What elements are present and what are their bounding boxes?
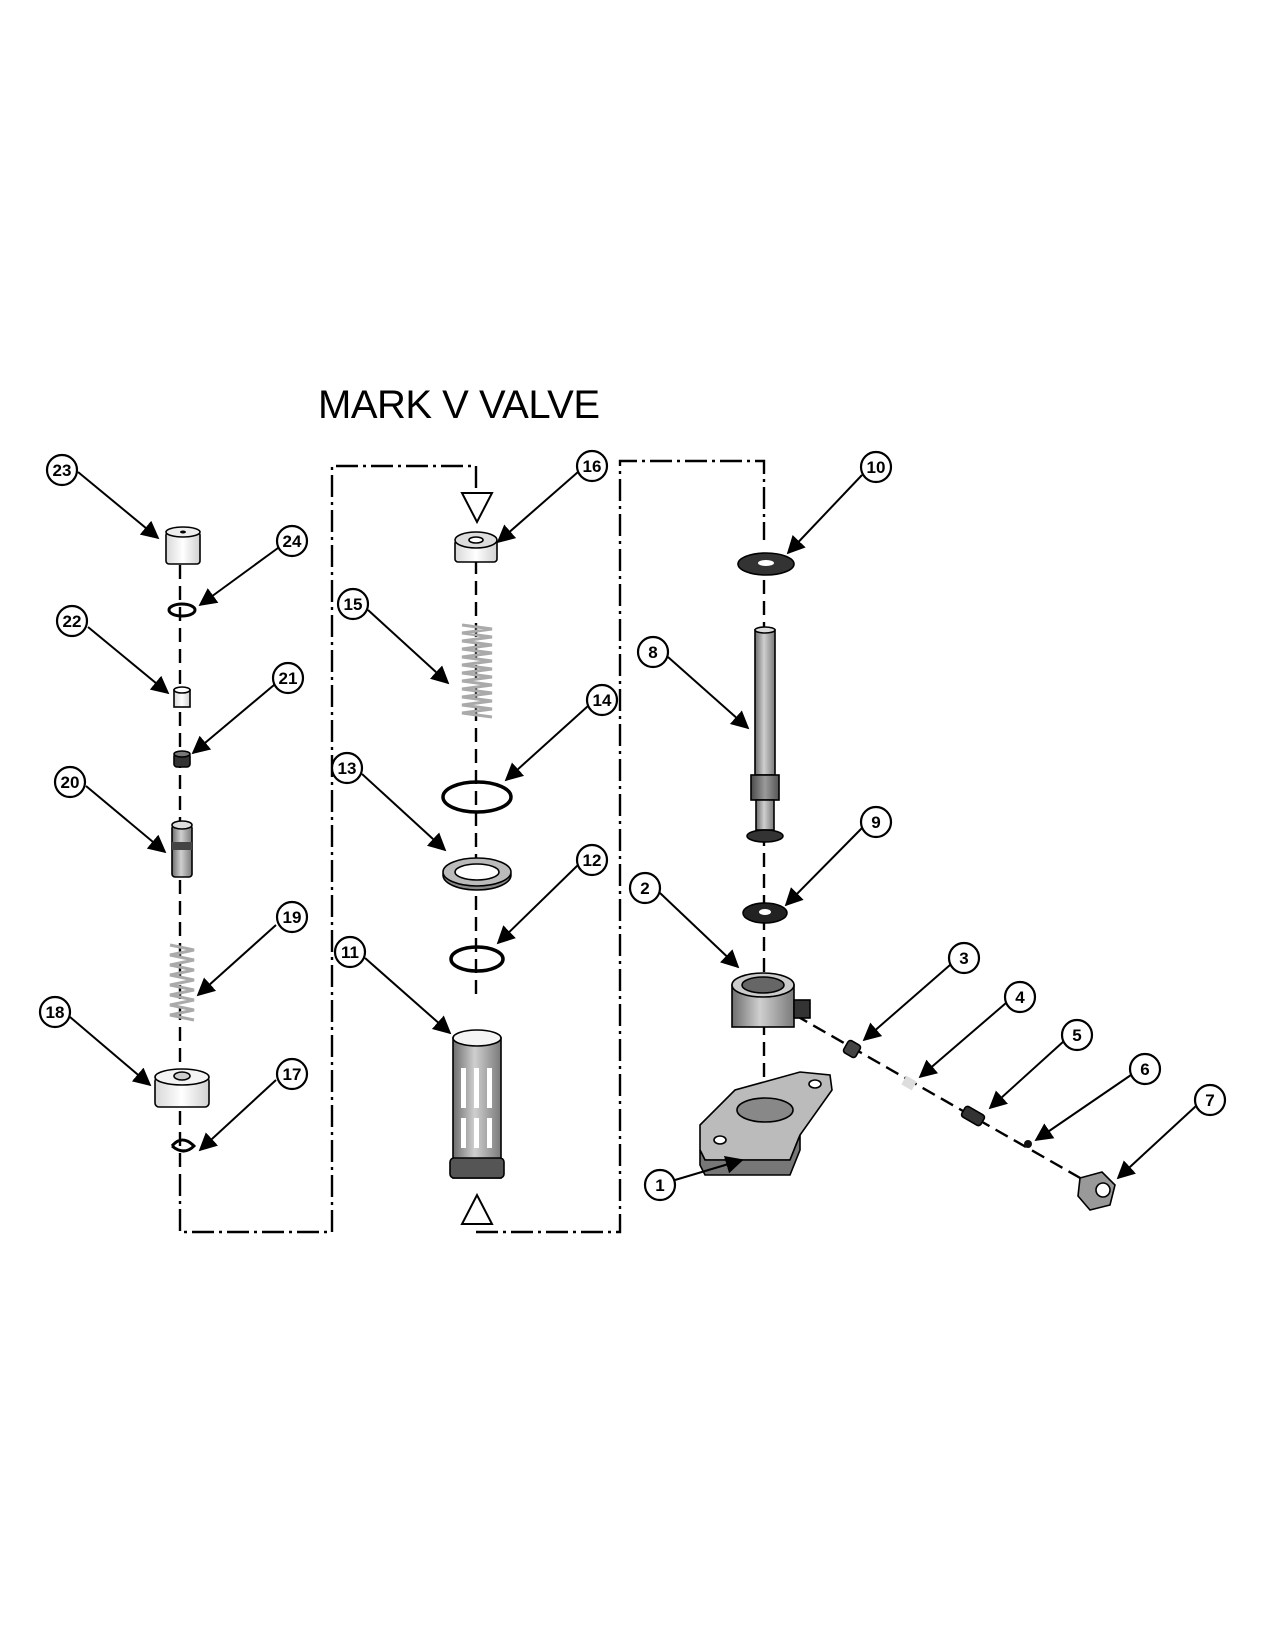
part-7-nut bbox=[1077, 1171, 1116, 1211]
part-22-bushing bbox=[173, 686, 191, 708]
callout-20-label: 20 bbox=[61, 773, 80, 792]
part-12-o-ring bbox=[449, 945, 505, 973]
part-14-o-ring bbox=[441, 780, 513, 814]
part-4-filter bbox=[901, 1075, 917, 1091]
part-20-plunger bbox=[171, 820, 193, 878]
callout-17-label: 17 bbox=[283, 1065, 302, 1084]
part-9-seal bbox=[742, 902, 788, 924]
part-8-stem bbox=[746, 626, 784, 843]
flow-arrow-up-icon bbox=[460, 1192, 494, 1225]
callout-13-label: 13 bbox=[338, 759, 357, 778]
part-10-washer bbox=[737, 552, 795, 576]
callout-21-label: 21 bbox=[279, 669, 298, 688]
callout-4-label: 4 bbox=[1015, 988, 1025, 1007]
part-11-cage bbox=[449, 1029, 505, 1179]
callout-14-label: 14 bbox=[593, 691, 612, 710]
callout-22-label: 22 bbox=[63, 612, 82, 631]
callout-9-label: 9 bbox=[871, 813, 880, 832]
callouts: 23 24 22 21 20 19 18 17 16 1 bbox=[38, 449, 1227, 1202]
flow-arrow-down-icon bbox=[460, 492, 494, 525]
callout-2-label: 2 bbox=[640, 879, 649, 898]
part-1-bracket bbox=[699, 1071, 833, 1176]
part-5-stem bbox=[960, 1105, 986, 1127]
part-13-washer bbox=[442, 857, 512, 891]
part-21-nut bbox=[173, 750, 191, 768]
part-6-ball bbox=[1024, 1140, 1032, 1148]
part-16-seat bbox=[454, 531, 498, 563]
callout-19-label: 19 bbox=[283, 908, 302, 927]
part-18-retainer bbox=[154, 1068, 210, 1108]
phantom-flow-lines bbox=[178, 459, 766, 1234]
part-3-fitting bbox=[842, 1039, 862, 1059]
callout-8-label: 8 bbox=[648, 643, 657, 662]
part-17-clip bbox=[170, 1138, 197, 1153]
callout-12-label: 12 bbox=[583, 851, 602, 870]
callout-24-label: 24 bbox=[283, 532, 302, 551]
callout-3-label: 3 bbox=[959, 949, 968, 968]
callout-11-label: 11 bbox=[341, 943, 359, 962]
callout-7-label: 7 bbox=[1205, 1091, 1214, 1110]
callout-1-label: 1 bbox=[655, 1176, 664, 1195]
callout-16-label: 16 bbox=[583, 457, 602, 476]
callout-15-label: 15 bbox=[344, 595, 363, 614]
callout-6-label: 6 bbox=[1140, 1060, 1149, 1079]
part-2-body bbox=[731, 972, 811, 1028]
callout-23-label: 23 bbox=[53, 461, 72, 480]
part-19-spring bbox=[169, 943, 195, 1022]
part-15-spring bbox=[461, 623, 493, 719]
callout-10-label: 10 bbox=[867, 458, 886, 477]
callout-5-label: 5 bbox=[1072, 1026, 1081, 1045]
callout-18-label: 18 bbox=[46, 1003, 65, 1022]
part-23-cap bbox=[165, 526, 201, 565]
part-24-o-ring bbox=[167, 602, 197, 618]
diagram-title: MARK V VALVE bbox=[318, 383, 600, 427]
